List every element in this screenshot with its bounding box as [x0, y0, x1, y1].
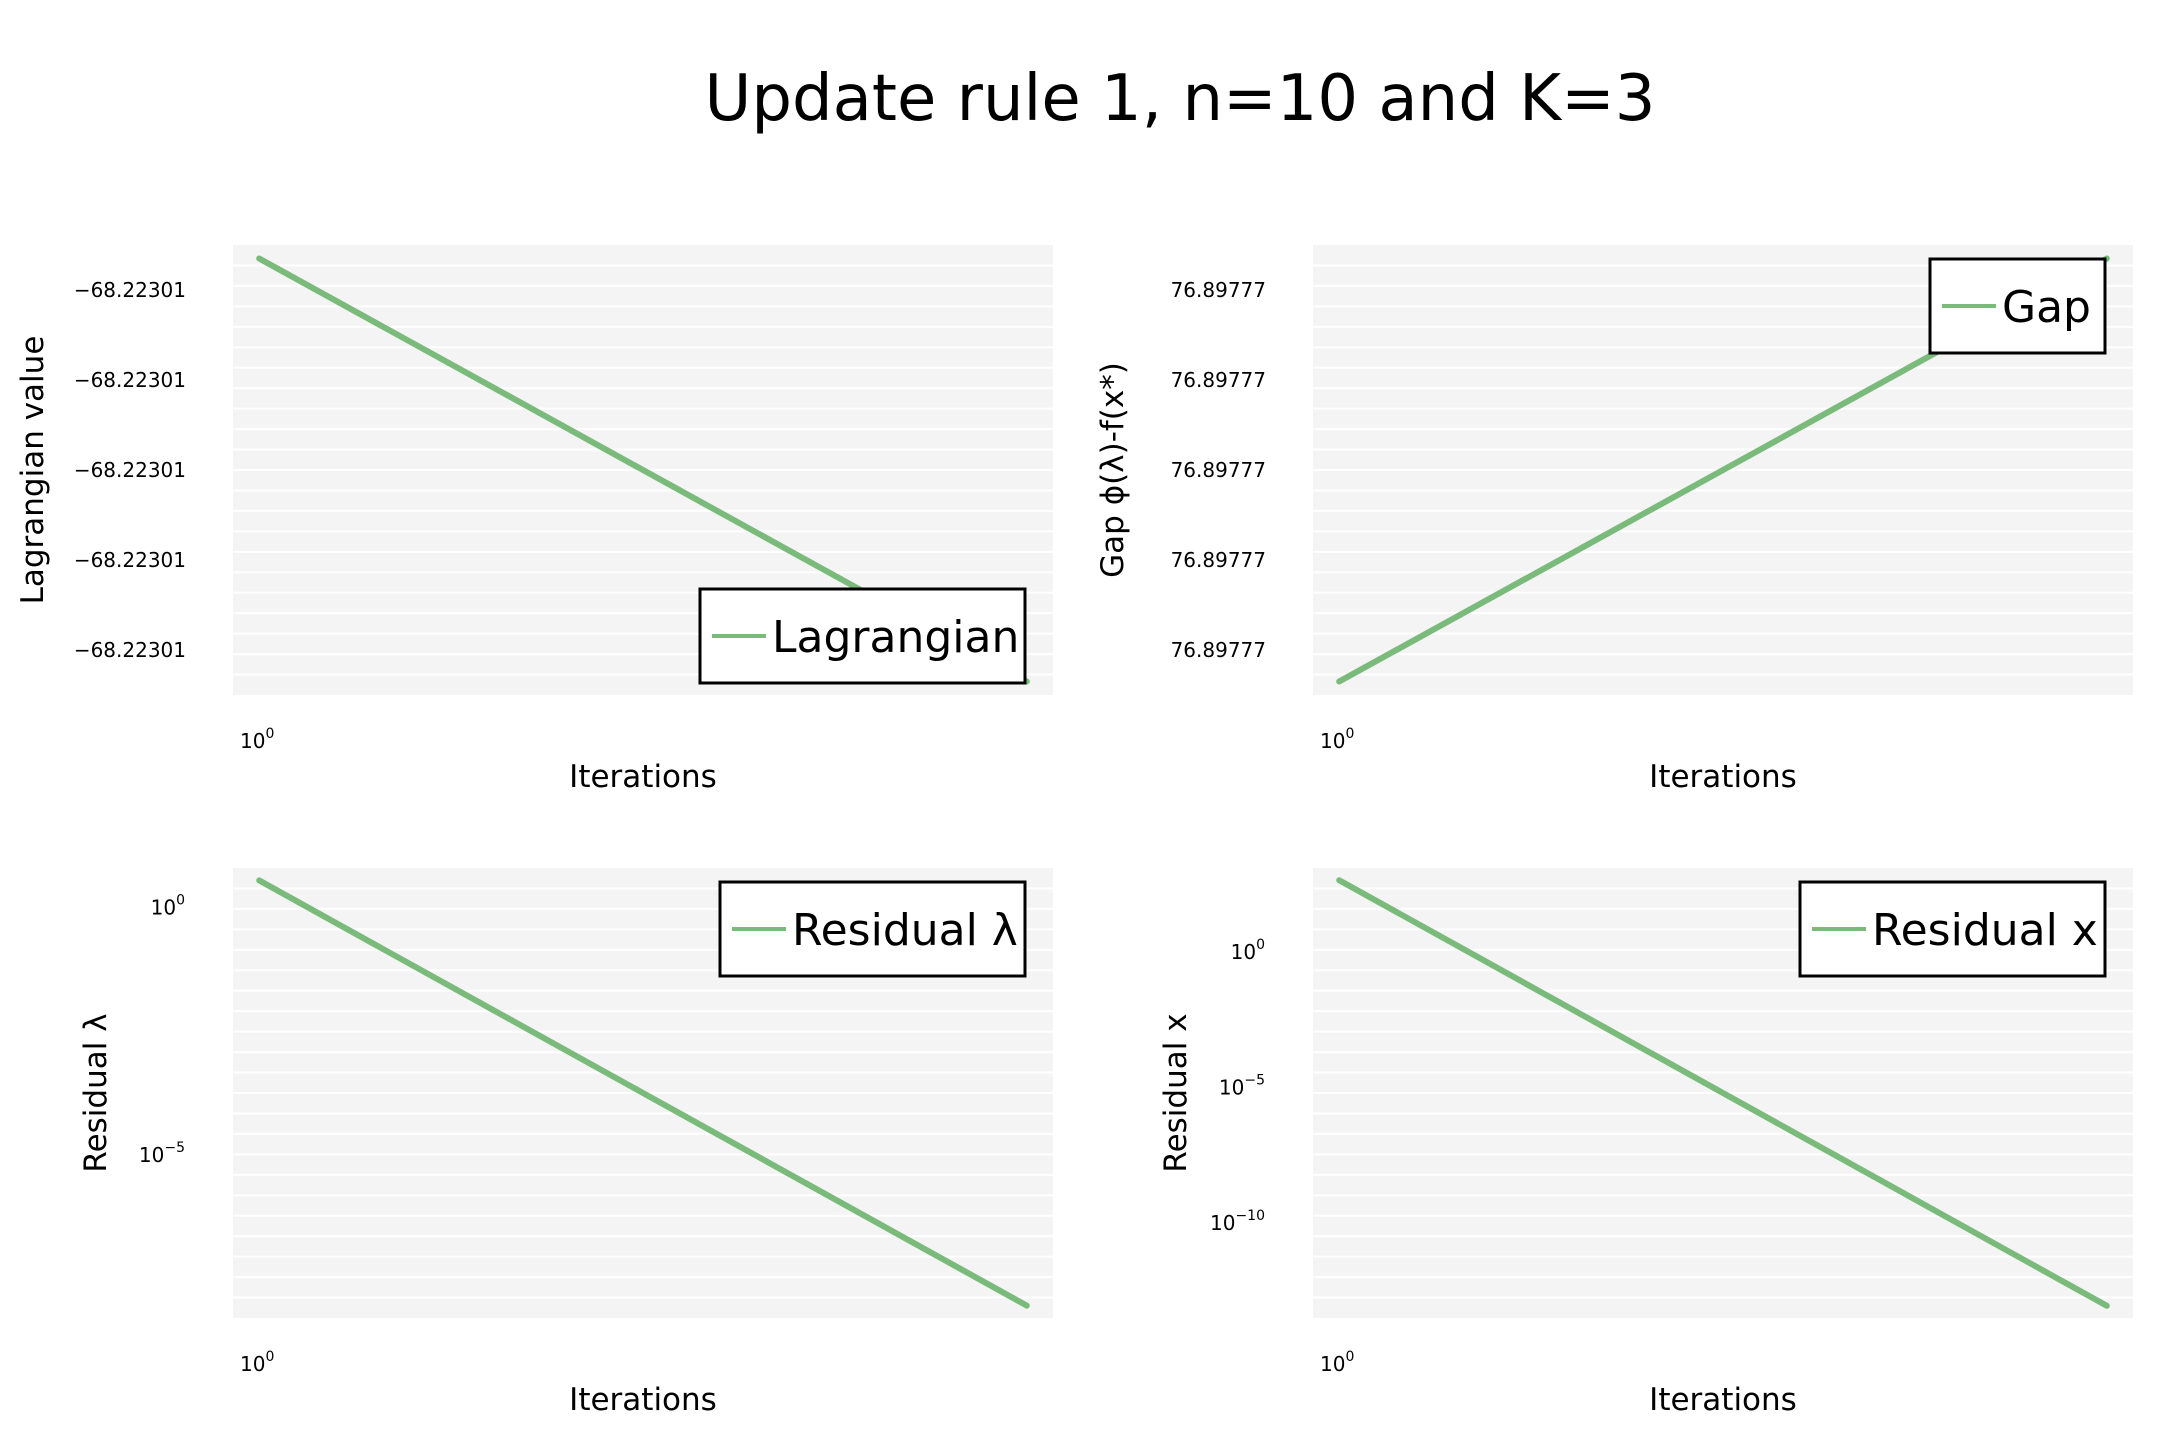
series-line-3 [256, 877, 1030, 1309]
y-tick-label: 10−10 [1210, 1208, 1265, 1235]
x-axis-label: Iterations [569, 1382, 717, 1418]
y-axis-label: Residual λ [78, 1013, 114, 1172]
y-tick-label: −68.22301 [74, 368, 186, 392]
y-tick-label: −68.22301 [74, 548, 186, 572]
y-tick-label: 100 [1231, 937, 1265, 964]
x-tick-label: 100 [240, 726, 274, 753]
y-tick-label: 76.89777 [1171, 458, 1266, 482]
y-tick-label: −68.22301 [74, 638, 186, 662]
y-axis-label: Residual x [1158, 1013, 1194, 1172]
legend: Gap [1928, 257, 2107, 355]
legend: Lagrangian [698, 587, 1027, 685]
legend-label: Residual x [1872, 905, 2098, 956]
x-tick-label: 100 [1320, 726, 1354, 753]
y-tick-label: −68.22301 [74, 458, 186, 482]
y-axis-label: Gap ϕ(λ)-f(x*) [1095, 362, 1131, 578]
y-tick-label: 10−5 [1219, 1073, 1265, 1100]
figure-title: Update rule 1, n=10 and K=3 [705, 62, 1656, 136]
y-tick-label: 76.89777 [1171, 278, 1266, 302]
x-tick-label: 100 [240, 1349, 274, 1376]
y-tick-label: 76.89777 [1171, 638, 1266, 662]
subplot-1: −68.22301 −68.22301 −68.22301 −68.22301 −68.… [15, 245, 1053, 795]
legend-label: Gap [2002, 282, 2091, 333]
legend: Residual x [1798, 880, 2107, 978]
subplots: −68.22301 −68.22301 −68.22301 −68.22301 −68.… [15, 245, 2133, 1418]
x-axis-label: Iterations [1649, 1382, 1797, 1418]
x-axis-label: Iterations [569, 759, 717, 795]
legend-box [1798, 880, 2107, 978]
x-tick-label: 100 [1320, 1349, 1354, 1376]
x-axis-label: Iterations [1649, 759, 1797, 795]
y-tick-label: −68.22301 [74, 278, 186, 302]
y-tick-label: 76.89777 [1171, 368, 1266, 392]
legend: Residual λ [718, 880, 1027, 978]
y-tick-label: 76.89777 [1171, 548, 1266, 572]
legend-label: Residual λ [792, 905, 1018, 956]
subplot-2: 76.89777 76.89777 76.89777 76.89777 76.89777… [1095, 245, 2133, 795]
y-tick-label: 10−5 [139, 1140, 185, 1167]
y-tick-label: 100 [151, 893, 185, 920]
legend-label: Lagrangian [772, 612, 1019, 663]
series-line-4 [1336, 877, 2110, 1309]
y-axis-label: Lagrangian value [15, 336, 51, 605]
legend-box [1928, 257, 2107, 355]
